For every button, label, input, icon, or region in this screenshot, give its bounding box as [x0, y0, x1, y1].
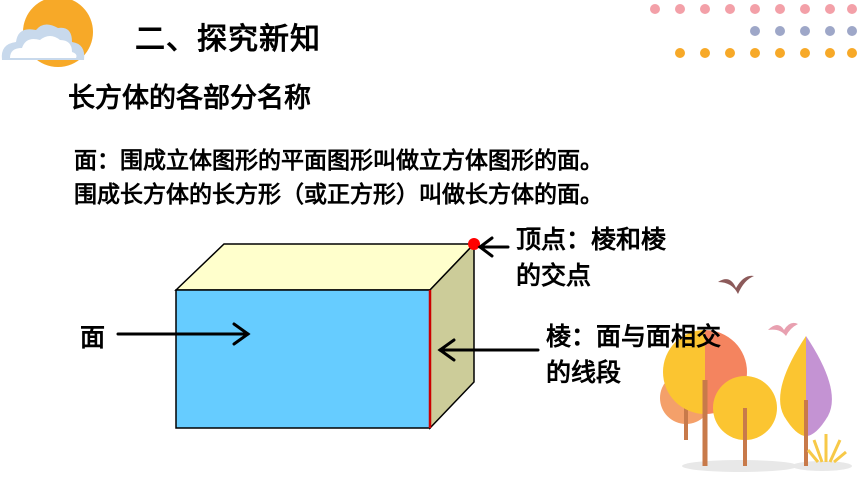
definition-line-2: 围成长方体的长方形（或正方形）叫做长方体的面。: [74, 182, 603, 208]
face-label: 面: [80, 323, 106, 352]
cuboid-front-face: [175, 289, 431, 429]
edge-label-line-1: 棱：面与面相交: [546, 322, 722, 351]
cuboid-diagram: [174, 238, 480, 430]
edge-label: 棱：面与面相交 的线段: [546, 319, 721, 391]
section-title: 二、探究新知: [135, 22, 321, 57]
cloud-icon: [1, 24, 85, 61]
dots-pattern: [650, 4, 857, 58]
cuboid-top-face: [174, 243, 476, 291]
tree-illustration: [660, 330, 852, 472]
vertex-arrow: [477, 236, 510, 258]
face-arrow: [116, 322, 251, 346]
definition-line-1: 面：围成立体图形的平面图形叫做立方体图形的面。: [74, 148, 603, 174]
bird-icon: [768, 322, 798, 336]
vertex-dot: [468, 238, 480, 250]
vertex-label: 顶点：棱和棱 的交点: [516, 222, 666, 294]
vertex-label-line-1: 顶点：棱和棱: [516, 225, 667, 254]
edge-arrow: [437, 338, 540, 362]
edge-label-line-2: 的线段: [546, 358, 622, 387]
bird-icon: [718, 275, 754, 294]
vertex-label-line-2: 的交点: [516, 261, 592, 290]
lesson-subtitle: 长方体的各部分名称: [68, 83, 311, 114]
